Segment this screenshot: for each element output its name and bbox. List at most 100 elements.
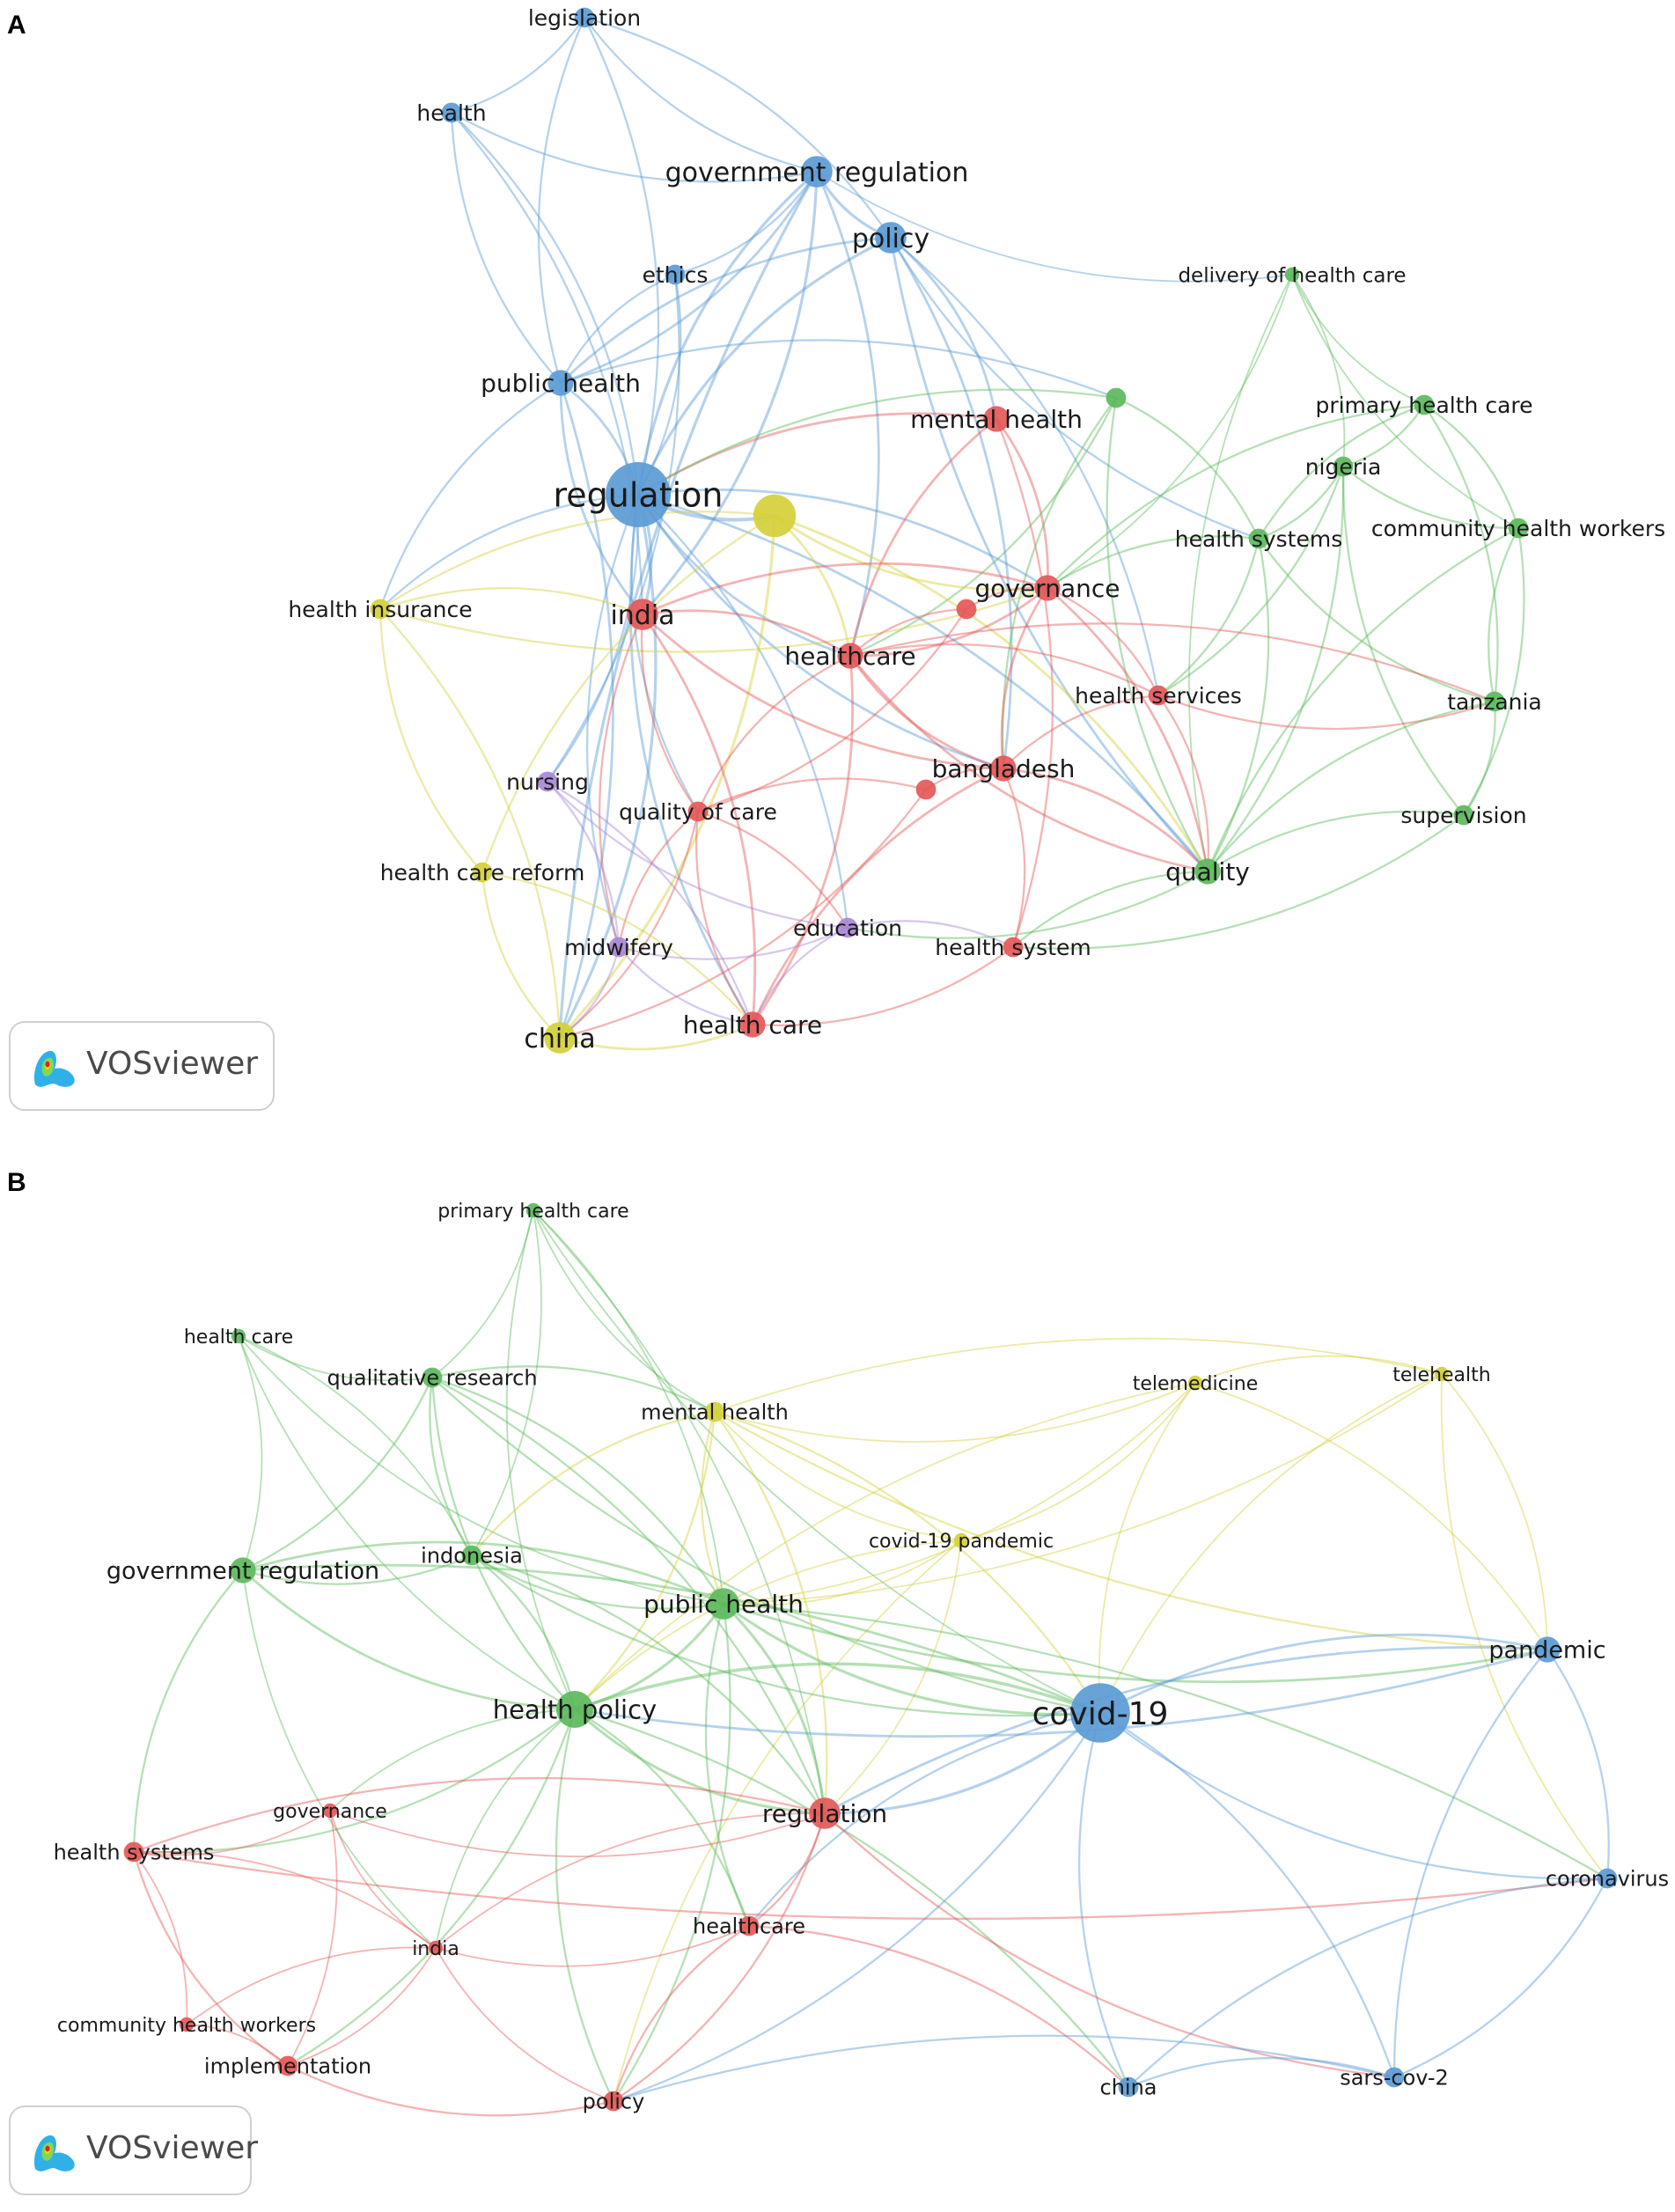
node-label: governance bbox=[975, 574, 1120, 603]
node-label: qualitative research bbox=[327, 1366, 537, 1391]
node-sars-cov-2 bbox=[1384, 2067, 1405, 2088]
link bbox=[637, 488, 1048, 590]
link bbox=[379, 608, 562, 1039]
link bbox=[547, 494, 640, 783]
link bbox=[618, 926, 849, 960]
link bbox=[1207, 466, 1345, 872]
link bbox=[714, 1382, 1196, 1443]
link bbox=[612, 1925, 750, 2102]
link bbox=[559, 811, 700, 1039]
link bbox=[1157, 694, 1495, 731]
node-health-systems bbox=[123, 1841, 144, 1863]
node-governance bbox=[322, 1803, 338, 1819]
link bbox=[287, 2064, 614, 2117]
link bbox=[435, 1947, 614, 2102]
link bbox=[559, 382, 644, 615]
vosviewer-logo-icon bbox=[33, 2135, 75, 2172]
node-tanzania bbox=[1484, 691, 1505, 712]
node-health-policy bbox=[556, 1691, 593, 1728]
link bbox=[1488, 527, 1520, 702]
link bbox=[287, 1709, 577, 2067]
link bbox=[1003, 694, 1159, 769]
link bbox=[748, 1924, 1129, 2088]
link bbox=[242, 1569, 437, 1949]
link bbox=[723, 1602, 1548, 1684]
link bbox=[849, 622, 1495, 703]
link bbox=[505, 1209, 576, 1710]
link bbox=[1258, 538, 1495, 703]
link bbox=[889, 237, 1013, 769]
link bbox=[1157, 694, 1210, 872]
link bbox=[547, 274, 680, 783]
node-primary-health-care bbox=[1414, 394, 1435, 415]
link bbox=[574, 1540, 962, 1710]
link bbox=[849, 655, 1208, 873]
link bbox=[1047, 586, 1209, 872]
link bbox=[1423, 404, 1520, 529]
link bbox=[714, 1411, 1548, 1651]
link bbox=[723, 1382, 1196, 1605]
link bbox=[1207, 810, 1465, 872]
link bbox=[748, 1812, 826, 1927]
link bbox=[471, 1554, 826, 1814]
link bbox=[613, 1812, 826, 2102]
node-label: tanzania bbox=[1447, 689, 1542, 715]
node-label: primary health care bbox=[1315, 393, 1532, 418]
node-india bbox=[627, 599, 658, 630]
node-label: education bbox=[793, 915, 902, 941]
node-china bbox=[544, 1022, 576, 1054]
node-health-services bbox=[1148, 685, 1169, 706]
node-regulation bbox=[606, 462, 671, 527]
link bbox=[1098, 1382, 1196, 1714]
link bbox=[471, 1554, 577, 1710]
node-covid-19 bbox=[1070, 1683, 1130, 1743]
link bbox=[1440, 1373, 1608, 1879]
link bbox=[287, 1810, 338, 2067]
link bbox=[630, 494, 699, 812]
link bbox=[451, 17, 585, 114]
node-government-regulation bbox=[230, 1557, 256, 1584]
node-label: china bbox=[524, 1024, 595, 1055]
link bbox=[849, 397, 1118, 658]
link bbox=[636, 236, 892, 496]
link bbox=[379, 511, 775, 610]
link bbox=[451, 111, 818, 183]
link bbox=[1002, 768, 1026, 948]
node-mental-health bbox=[983, 406, 1010, 432]
link bbox=[1206, 538, 1270, 872]
node-qualitative-research bbox=[422, 1367, 443, 1388]
link bbox=[641, 171, 819, 616]
node-label: health bbox=[416, 100, 486, 126]
node-community-health-workers bbox=[1508, 518, 1529, 539]
link bbox=[431, 1365, 716, 1414]
link bbox=[471, 1410, 716, 1556]
node-policy bbox=[603, 2091, 624, 2112]
link bbox=[558, 515, 776, 1040]
node-label: indonesia bbox=[421, 1544, 523, 1569]
link bbox=[574, 1708, 1129, 2088]
link bbox=[704, 1603, 751, 1927]
node-label: health system bbox=[935, 935, 1091, 960]
node-healthcare bbox=[738, 1915, 760, 1936]
link bbox=[1463, 527, 1525, 816]
node-label: public health bbox=[643, 1590, 804, 1619]
link bbox=[431, 1377, 1101, 1715]
node-india bbox=[428, 1940, 444, 1956]
link bbox=[617, 811, 699, 948]
panel-a-letter: A bbox=[7, 11, 26, 40]
node-label: implementation bbox=[204, 2054, 371, 2079]
link bbox=[435, 1812, 826, 1949]
link bbox=[849, 417, 997, 657]
node-legislation bbox=[574, 7, 595, 28]
link bbox=[431, 1376, 724, 1605]
link bbox=[849, 607, 967, 657]
node-label: mental health bbox=[910, 405, 1083, 434]
node-yellow-big bbox=[753, 494, 797, 538]
vosviewer-brand-a: VOSviewer bbox=[86, 1046, 259, 1082]
link bbox=[642, 609, 851, 658]
link bbox=[558, 171, 819, 1039]
node-nursing bbox=[537, 771, 558, 792]
link bbox=[560, 236, 892, 385]
